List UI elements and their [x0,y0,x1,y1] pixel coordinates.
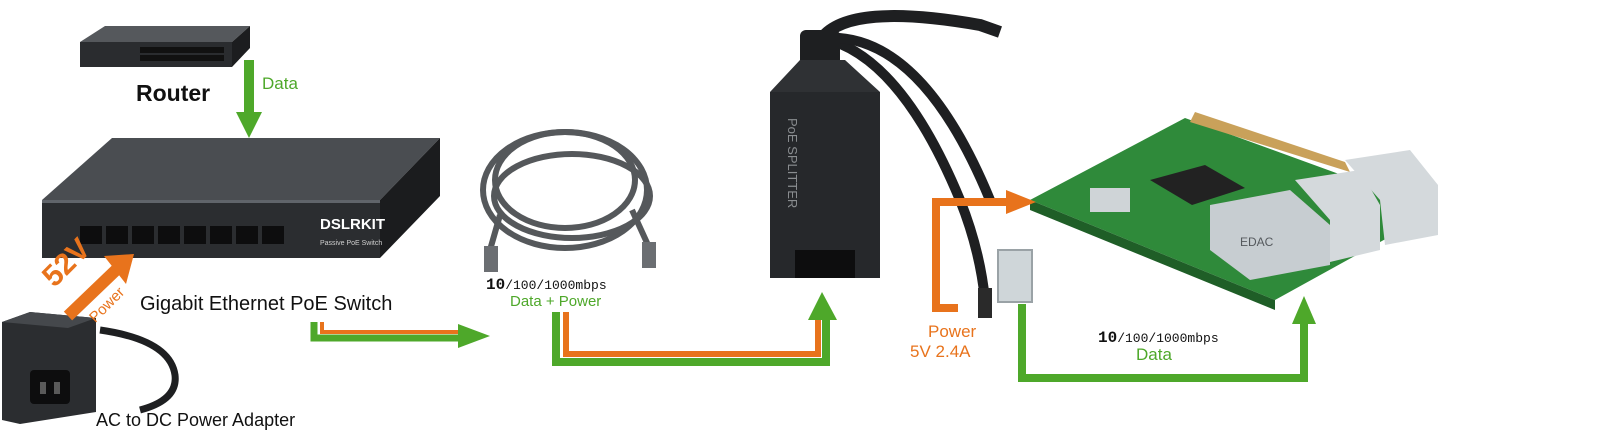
switch-brand-text: DSLRKIT [320,216,385,233]
pi-chip-text: EDAC [1240,235,1274,249]
switch-model-text: Passive PoE Switch [320,240,382,247]
splitter-voltage-label: 5V 2.4A [910,342,971,361]
arrow-switch-to-cable [310,322,490,348]
router-label: Router [136,80,211,106]
cable-speed-label: 10/100/1000mbps [486,276,607,294]
pi-speed-label: 10/100/1000mbps [1098,329,1219,347]
pi-speed-bold: 10 [1098,329,1118,347]
cable-speed-bold: 10 [486,276,506,294]
splitter-power-label: Power [928,322,977,341]
arrow-splitter-data-to-pi [1018,296,1316,382]
pi-speed-rest: /100/1000mbps [1117,331,1219,346]
splitter-text: PoE SPLITTER [785,118,800,208]
poe-switch-device [42,138,440,258]
switch-name-label: Gigabit Ethernet PoE Switch [140,293,393,315]
arrow-router-to-switch [236,60,262,138]
poe-splitter-device [770,10,1033,318]
power-adapter-device [2,312,179,424]
cable-payload-label: Data + Power [510,293,601,310]
cable-plug-left [484,246,498,272]
cable-plug-right [642,242,656,268]
switch-ports [80,226,284,244]
cable-speed-rest: /100/1000mbps [505,278,607,293]
arrow-adapter-to-switch [63,254,134,321]
router-device [80,26,250,67]
raspberry-pi-board [1030,112,1438,310]
cable-payload-text: Data + Power [510,293,602,310]
pi-data-label: Data [1136,345,1172,364]
data-label-top: Data [262,74,298,93]
arrow-cable-to-splitter [552,292,837,366]
adapter-label: AC to DC Power Adapter [96,410,296,430]
arrow-splitter-power-to-pi [932,190,1036,312]
ethernet-cable-icon [480,129,653,251]
